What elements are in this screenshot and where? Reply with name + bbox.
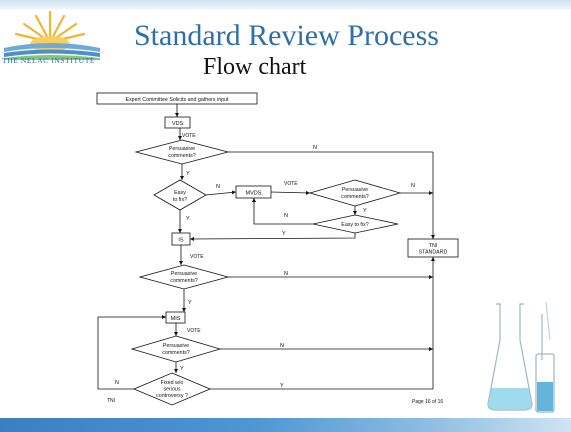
tni-small-label: TNI [107, 398, 115, 404]
edge-label-y-1: Y [186, 171, 190, 177]
vote-label-1: VOTE [182, 133, 196, 139]
vds-label: VDS [172, 121, 184, 127]
vote-label-3: VOTE [187, 328, 201, 334]
decision-persuasive-2 [138, 264, 230, 290]
top-band [0, 0, 571, 9]
tni-standard-line1: TNI [429, 243, 438, 249]
lab-glassware-image [487, 301, 555, 413]
decision-persuasive-3 [130, 335, 222, 363]
edge-easy-mvds-no [252, 198, 313, 225]
easy-line1: Easy [174, 190, 186, 196]
edge-label-n-4: N [284, 213, 288, 219]
persuasive-1-line1: Persuasive [169, 146, 195, 152]
fixed-line3: controversy ? [156, 393, 188, 399]
edge-easy-mvds [205, 190, 237, 196]
tni-standard-line2: STANDARD [419, 250, 448, 256]
edge-easy-mvds-yes [189, 233, 356, 241]
persuasive-1-line2: comments? [168, 153, 195, 159]
start-label: Expert Committee Solicits and gathers in… [125, 97, 229, 103]
decision-persuasive-mvds [308, 179, 402, 207]
logo-text: THE NELAC INSTITUTE [2, 56, 96, 65]
page-number: Page 16 of 16 [412, 399, 443, 405]
slide-title: Standard Review Process [134, 19, 439, 52]
edge-label-y-7: Y [280, 383, 284, 389]
edge-mvds-persuasive [270, 190, 311, 195]
slide-subtitle: Flow chart [203, 54, 307, 80]
edge-label-n-6: N [280, 343, 284, 349]
persuasive-2-line1: Persuasive [171, 271, 197, 277]
edge-label-y-6: Y [180, 366, 184, 372]
persuasive-3-line2: comments? [162, 350, 189, 356]
vds-node [164, 116, 191, 129]
is-label: IS [178, 238, 184, 244]
fixed-line2: serious [163, 387, 180, 393]
edge-label-n-7: N [115, 380, 119, 386]
easy-line2: to fix? [173, 197, 187, 203]
edge-label-n-1: N [313, 145, 317, 151]
persuasive-mvds-line2: comments? [341, 194, 368, 200]
persuasive-3-line1: Persuasive [163, 343, 189, 349]
mvds-label: MVDS [246, 191, 262, 197]
fixed-line1: Fixed w/o [161, 380, 184, 386]
edge-label-y-2: Y [363, 208, 367, 214]
edge-fixed-no [97, 315, 166, 390]
mis-node [165, 311, 186, 324]
vote-label-2: VOTE [190, 254, 204, 260]
nelac-logo [4, 10, 100, 60]
mis-label: MIS [171, 316, 181, 322]
edge-label-y-5: Y [188, 300, 192, 306]
decision-persuasive-1 [134, 139, 230, 165]
edge-label-n-3: N [411, 183, 415, 189]
vote-label-mvds: VOTE [284, 181, 298, 187]
decision-fixed-controversy [132, 372, 212, 406]
edge-label-n-5: N [284, 271, 288, 277]
bottom-band [0, 418, 571, 432]
edge-label-n-2: N [216, 184, 220, 190]
persuasive-mvds-line1: Persuasive [342, 187, 368, 193]
edge-label-y-3: Y [282, 231, 286, 237]
persuasive-2-line2: comments? [170, 278, 197, 284]
easy-mvds-label: Easy to fix? [341, 222, 368, 228]
edge-label-y-4: Y [186, 216, 190, 222]
